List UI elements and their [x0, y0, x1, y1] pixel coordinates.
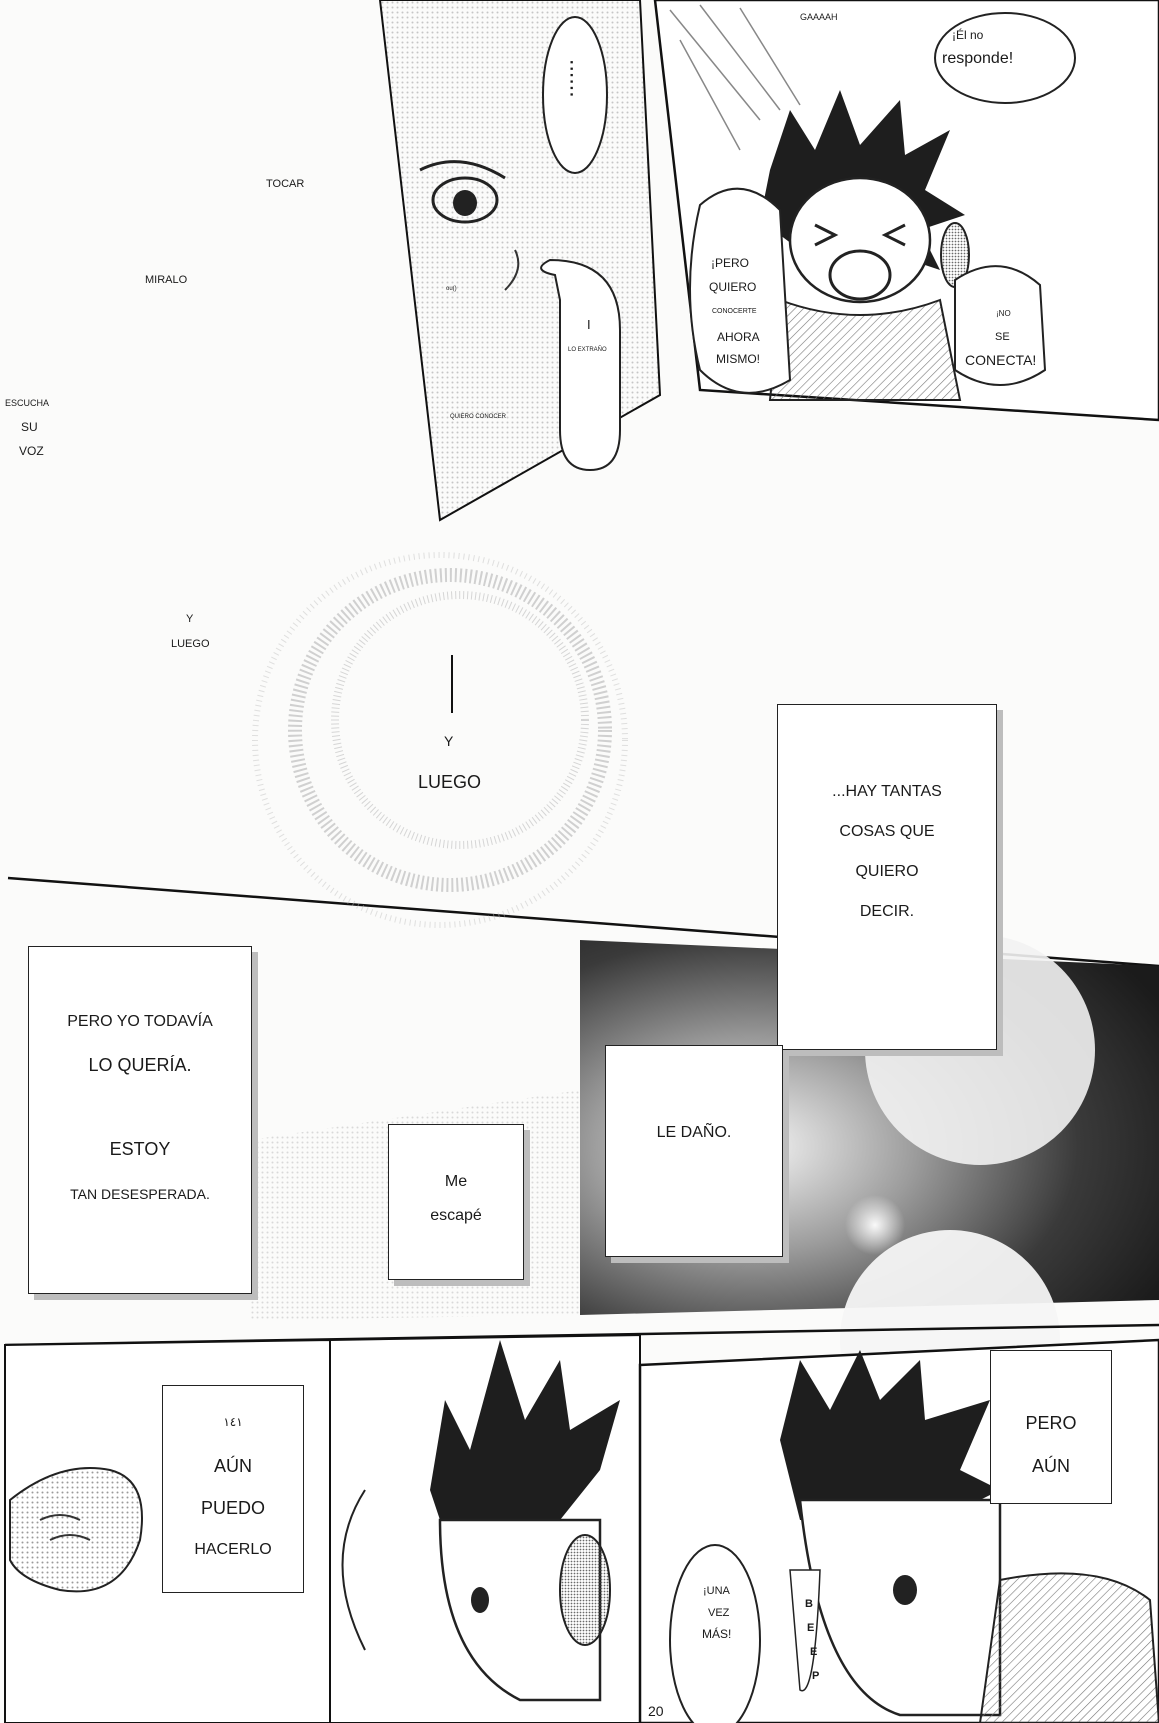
bubble-conecta: CONECTA! — [965, 352, 1037, 368]
bubble-conocerte: CONOCERTE — [712, 308, 757, 315]
caption-line: AÚN — [213, 1456, 252, 1476]
caption-line: Me — [444, 1173, 468, 1190]
text-miralo: MIRALO — [145, 274, 188, 286]
caption-line: ١٤١ — [223, 1415, 243, 1429]
text-luego-small: LUEGO — [171, 638, 210, 650]
text-y-small: Y — [186, 613, 194, 625]
text-su: SU — [21, 420, 38, 434]
sfx-gaaaah: GAAAAH — [800, 12, 838, 22]
ellipsis-text: ...... — [566, 60, 584, 99]
bubble-vez: VEZ — [708, 1607, 730, 1619]
sfx-beep-e1: E — [807, 1622, 815, 1634]
caption-line: LE DAÑO. — [656, 1124, 732, 1141]
caption-line: HACERLO — [194, 1541, 272, 1558]
caption-line: ESTOY — [109, 1139, 171, 1159]
page-number: 20 — [648, 1703, 664, 1719]
sfx-beep-p: P — [812, 1670, 820, 1682]
small-text-ou: ou() — [446, 286, 457, 292]
caption-box-hay-tantas: ...HAY TANTAS COSAS QUE QUIERO DECIR. — [777, 704, 997, 1050]
bubble-ahora: AHORA — [717, 330, 760, 344]
text-escucha: ESCUCHA — [5, 398, 50, 408]
bubble-no: ¡NO — [996, 309, 1011, 318]
bubble-se: SE — [995, 331, 1010, 343]
caption-box-me-escape: Me escapé — [388, 1124, 524, 1280]
caption-line: DECIR. — [859, 903, 915, 920]
bubble-quiero: QUIERO — [709, 280, 757, 294]
caption-el-no: ¡Él no — [952, 28, 984, 42]
caption-line: AÚN — [1031, 1456, 1070, 1476]
caption-line: PERO — [1025, 1413, 1077, 1433]
text-tocar: TOCAR — [266, 178, 305, 190]
caption-line: QUIERO — [855, 863, 919, 880]
caption-box-pero-yo: PERO YO TODAVÍA LO QUERÍA. ESTOY TAN DES… — [28, 946, 252, 1294]
caption-line: ...HAY TANTAS — [832, 783, 942, 800]
caption-box-pero-aun: PERO AÚN — [990, 1350, 1112, 1504]
glow-rings — [252, 552, 628, 928]
text-luego: LUEGO — [418, 772, 482, 792]
caption-line: PUEDO — [200, 1498, 265, 1518]
caption-line: escapé — [430, 1207, 482, 1224]
bubble-pero: ¡PERO — [711, 256, 750, 270]
panel-boy-top — [653, 0, 1159, 422]
bubble-una: ¡UNA — [703, 1585, 730, 1597]
caption-line: PERO YO TODAVÍA — [67, 1013, 213, 1030]
vertical-dash — [451, 655, 453, 713]
bubble-mas: MÁS! — [702, 1627, 732, 1641]
caption-line: LO QUERÍA. — [88, 1055, 192, 1075]
sfx-beep-e2: E — [810, 1646, 818, 1658]
small-text-quiero-conocer: QUIERO CONOCER — [450, 414, 507, 420]
caption-line: TAN DESESPERADA. — [70, 1186, 210, 1202]
caption-responde: responde! — [942, 50, 1014, 67]
caption-box-le-dano: LE DAÑO. — [605, 1045, 783, 1257]
sfx-beep-b: B — [805, 1598, 813, 1610]
bubble-mismo: MISMO! — [716, 352, 760, 366]
text-voz: VOZ — [19, 444, 44, 458]
text-y: Y — [444, 733, 454, 749]
caption-line: COSAS QUE — [839, 823, 935, 840]
panel-girl — [378, 0, 662, 522]
panel-bottom-middle — [329, 1333, 641, 1723]
small-text-lo-extrano: LO EXTRAÑO — [568, 347, 607, 353]
bubble-line-text: I — [587, 317, 591, 332]
caption-box-aun-puedo: ١٤١ AÚN PUEDO HACERLO — [162, 1385, 304, 1593]
